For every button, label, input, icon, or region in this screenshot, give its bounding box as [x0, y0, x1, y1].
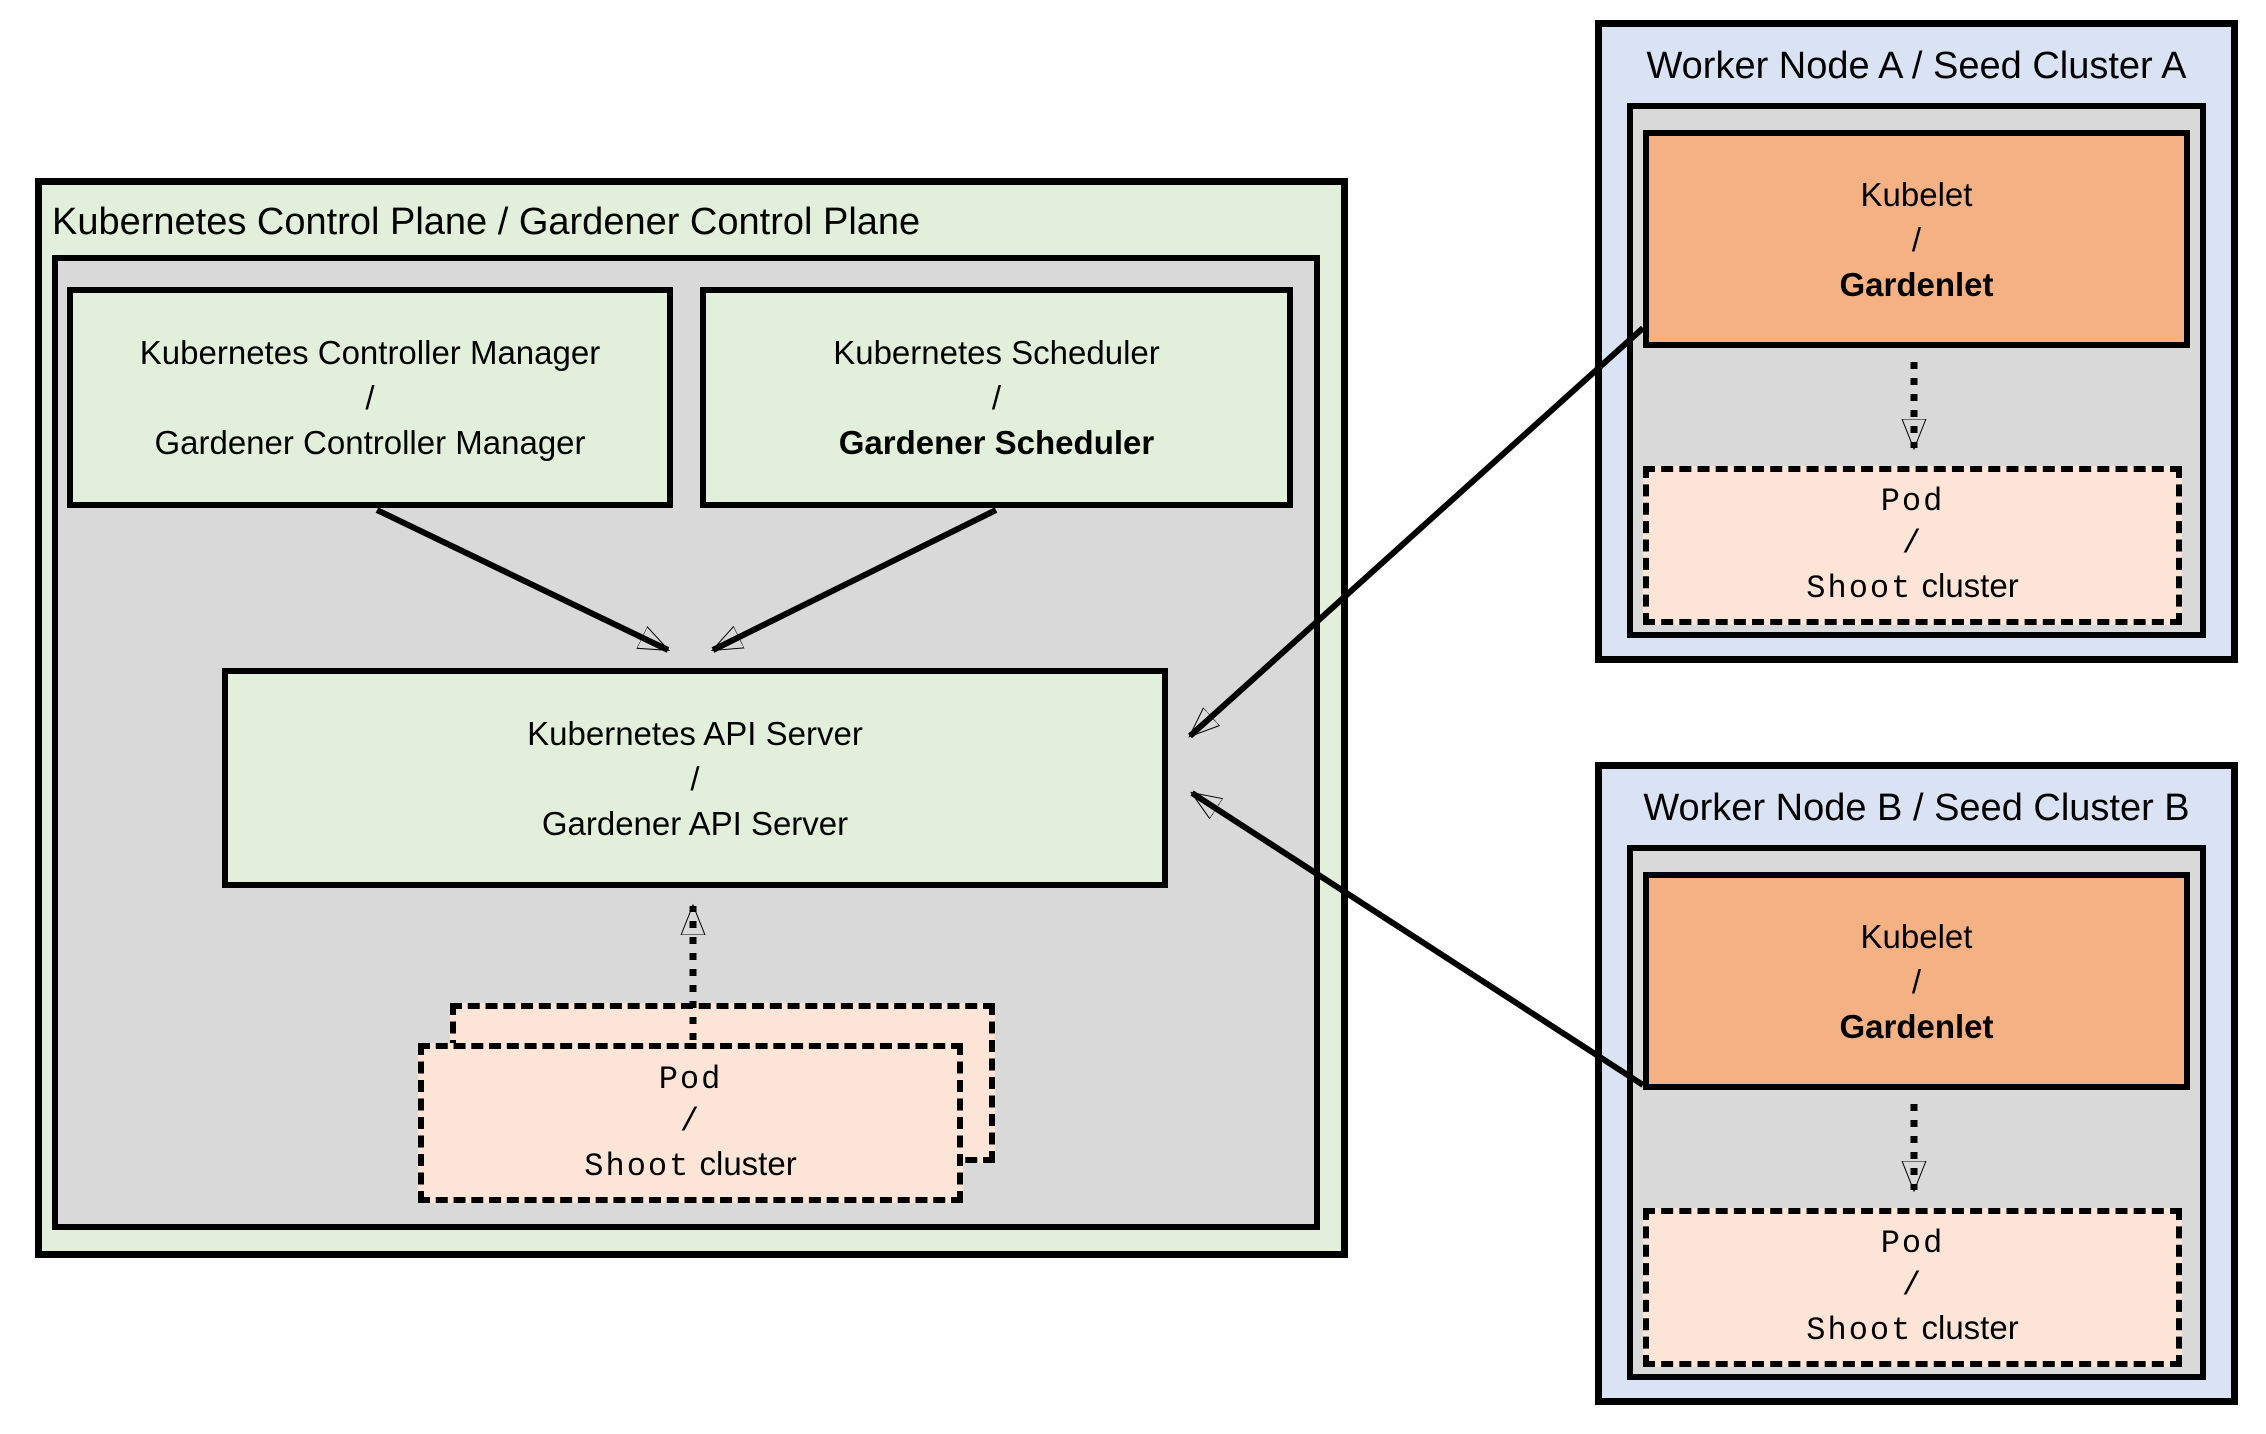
- controller-manager-label: Kubernetes Controller Manager / Gardener…: [73, 293, 667, 502]
- pod-a-line1: Pod: [1880, 483, 1945, 520]
- pod-b-line2: Shoot cluster: [1806, 1307, 2018, 1352]
- worker-node-b-box: Worker Node B / Seed Cluster B Kubelet /…: [1595, 762, 2238, 1405]
- control-plane-title: Kubernetes Control Plane / Gardener Cont…: [52, 201, 921, 243]
- pod-a-sep: /: [1901, 525, 1924, 562]
- pod-a-line2: Shoot cluster: [1806, 565, 2018, 610]
- pod-stack-line2: Shoot cluster: [584, 1143, 796, 1188]
- kubelet-a-sep: /: [1911, 220, 1922, 258]
- pod-stack-line2-text: cluster: [699, 1144, 797, 1182]
- pod-stack-label: Pod / Shoot cluster: [424, 1049, 957, 1197]
- pod-a-line2-code: Shoot: [1806, 570, 1913, 607]
- scheduler-label: Kubernetes Scheduler / Gardener Schedule…: [706, 293, 1287, 502]
- control-plane-box: Kubernetes Control Plane / Gardener Cont…: [35, 178, 1348, 1258]
- pod-a-box: Pod / Shoot cluster: [1643, 466, 2182, 625]
- kubelet-a-box: Kubelet / Gardenlet: [1643, 130, 2190, 348]
- pod-stack-sep: /: [679, 1102, 702, 1140]
- pod-b-sep: /: [1901, 1267, 1924, 1304]
- scheduler-line1: Kubernetes Scheduler: [833, 334, 1160, 371]
- kubelet-b-line1: Kubelet: [1860, 917, 1973, 955]
- pod-stack-line1: Pod: [658, 1060, 723, 1098]
- pod-b-box: Pod / Shoot cluster: [1643, 1208, 2182, 1367]
- controller-manager-line2: Gardener Controller Manager: [154, 424, 586, 461]
- pod-stack-line2-code: Shoot: [584, 1147, 691, 1185]
- pod-stack-front-box: Pod / Shoot cluster: [418, 1043, 963, 1203]
- worker-node-a-title: Worker Node A / Seed Cluster A: [1646, 45, 2187, 87]
- scheduler-line2: Gardener Scheduler: [838, 424, 1155, 461]
- pod-b-line2-code: Shoot: [1806, 1312, 1913, 1349]
- controller-manager-sep: /: [365, 379, 375, 416]
- pod-b-line2-text: cluster: [1921, 1309, 2019, 1346]
- kubelet-b-sep: /: [1911, 962, 1922, 1000]
- worker-node-a-inner-box: Kubelet / Gardenlet Pod / Shoot cluster: [1627, 103, 2206, 638]
- kubelet-a-line1: Kubelet: [1860, 175, 1973, 213]
- worker-node-b-title: Worker Node B / Seed Cluster B: [1643, 787, 2190, 829]
- api-server-line1: Kubernetes API Server: [527, 714, 863, 752]
- pod-b-label: Pod / Shoot cluster: [1649, 1214, 2176, 1361]
- pod-b-line1: Pod: [1880, 1225, 1945, 1262]
- kubelet-a-line2: Gardenlet: [1839, 265, 1994, 303]
- api-server-label: Kubernetes API Server / Gardener API Ser…: [228, 674, 1162, 882]
- pod-a-line2-text: cluster: [1921, 567, 2019, 604]
- worker-node-b-inner-box: Kubelet / Gardenlet Pod / Shoot cluster: [1627, 845, 2206, 1380]
- api-server-line2: Gardener API Server: [541, 804, 849, 842]
- scheduler-box: Kubernetes Scheduler / Gardener Schedule…: [700, 287, 1293, 508]
- controller-manager-box: Kubernetes Controller Manager / Gardener…: [67, 287, 673, 508]
- api-server-sep: /: [690, 759, 700, 797]
- kubelet-b-box: Kubelet / Gardenlet: [1643, 872, 2190, 1090]
- worker-node-a-box: Worker Node A / Seed Cluster A Kubelet /…: [1595, 20, 2238, 663]
- controller-manager-line1: Kubernetes Controller Manager: [139, 334, 601, 371]
- control-plane-inner-box: Kubernetes Controller Manager / Gardener…: [52, 255, 1320, 1230]
- pod-a-label: Pod / Shoot cluster: [1649, 472, 2176, 619]
- kubelet-b-line2: Gardenlet: [1839, 1007, 1994, 1045]
- kubelet-a-label: Kubelet / Gardenlet: [1649, 136, 2184, 342]
- api-server-box: Kubernetes API Server / Gardener API Ser…: [222, 668, 1168, 888]
- kubelet-b-label: Kubelet / Gardenlet: [1649, 878, 2184, 1084]
- scheduler-sep: /: [991, 379, 1002, 416]
